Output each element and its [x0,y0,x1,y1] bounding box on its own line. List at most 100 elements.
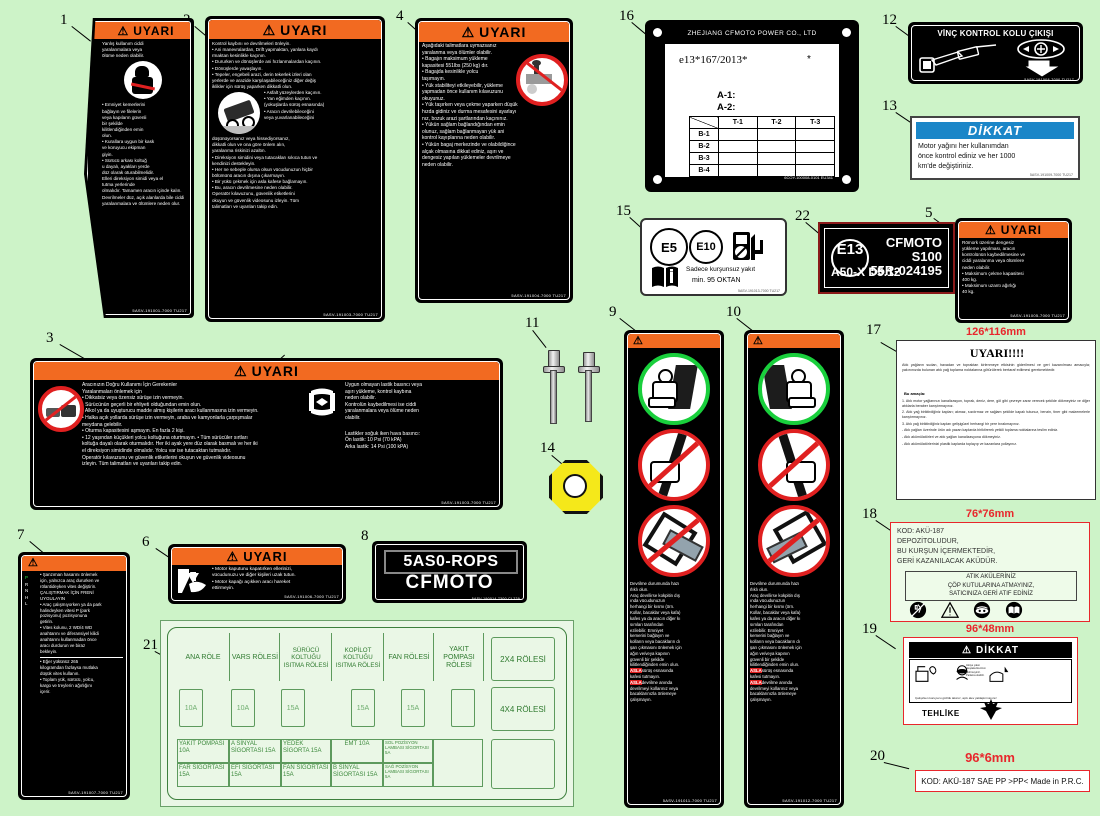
label-18-lines: DEPOZİTOLUDUR, BU KURŞUN İÇERMEKTEDİR, G… [897,538,998,566]
fuse-slot-6[interactable] [451,689,475,727]
callout-22: 22 [795,208,810,224]
label-20-text: KOD: AKÜ-187 SAE PP >PP< Made in P.R.C. [921,776,1084,786]
label-4-cargo-warning-decal[interactable]: ⚠ UYARI Aşağıdaki talimatlara uymazsanız… [415,18,573,303]
label-17-dimension: 126*116mm [966,326,1026,338]
label-22-code: A50-X D5.12 [831,265,901,279]
fuse-label-yedek: YEDEK SİGORTA 15A [281,739,331,763]
unleaded-fuel-pump-icon [730,228,766,269]
mount-hole-icon [653,28,662,37]
part-14-octagon-nut[interactable] [549,460,603,514]
label-3-header: ⚠ UYARI [34,362,499,380]
label-20-material-strip-decal[interactable]: KOD: AKÜ-187 SAE PP >PP< Made in P.R.C. [915,770,1090,792]
label-17-waste-oil-decal[interactable]: UYARI!!!! Atık yağların sudan, havadan v… [896,340,1096,500]
label-10-part-number: 5ASV-191012-7000 TU217 [782,798,837,803]
warning-triangle-icon: ⚠ [117,23,130,38]
seated-inside-ok-icon [638,353,710,425]
warning-triangle-icon: ⚠ [962,644,972,656]
label-19-header: DİKKAT [975,644,1019,656]
label-2-header: ⚠ UYARI [209,20,381,39]
label-17-intro: Atık yağların sudan, havadan ve toprakta… [902,363,1090,372]
relay-fan[interactable]: FAN RÖLESİ [388,653,430,661]
fuse-slot-1[interactable]: 10A [179,689,203,727]
eye-protection-icon [973,601,991,619]
label-3-left-text: Aracınızın Doğru Kullanımı İçin Gerekenl… [82,382,259,468]
label-15-fuel-decal[interactable]: E5 E10 Sadece kurşunsuz yakıt min. 95 OK… [640,218,787,296]
callout-14: 14 [540,440,555,456]
label-2-warning-decal[interactable]: ⚠ UYARI Kontrol kaybını ve devrilmeleri … [205,16,385,322]
label-9-header: ⚠ [628,334,720,348]
label-16-approval: e13*167/2013* [679,54,748,66]
relay-driver-seat-heat[interactable]: SÜRÜCÜ KOLTUĞU ISITMA RÖLESİ [283,647,329,669]
fuse-label-emt: EMT 10A [331,739,383,763]
fuse-label-fan: FAN SİGORTASI 15A [281,763,331,787]
label-22-brand: CFMOTO [885,235,942,250]
relay-spare-slot[interactable] [491,739,555,789]
label-12-winch-decal[interactable]: VİNÇ KONTROL KOLU ÇIKIŞI 5ASV-191008-700… [908,22,1083,84]
fuse-slot-3[interactable]: 15A [281,689,305,727]
relay-copilot-seat-heat[interactable]: KOPİLOT KOLTUĞU ISITMA RÖLESİ [335,647,381,669]
fuse-label-efi: EFI SİGORTASI 15A [229,763,281,787]
callout-1: 1 [60,12,68,28]
mount-hole-icon [842,175,851,184]
callout-4: 4 [396,8,404,24]
fuse-label-sol-pozisyon: SOL POZİSYON LAMBASI SİGORTASI 5A [383,739,433,763]
warning-triangle-icon: ⚠ [633,334,644,347]
warning-triangle-icon: ⚠ [28,557,39,569]
rollover-vehicle-icon [218,92,260,135]
warning-triangle-icon: ⚠ [985,223,997,237]
label-1-part-number: 5ASV-191001-7000 TU217 [132,308,187,313]
label-6-body: • Motor kaputunu kapatırken ellerinizi,v… [212,567,296,592]
label-16-row-a2: A-2: [717,102,736,113]
label-3-operation-warning-decal[interactable]: ⚠ UYARI Aracınızın Doğru Kullanımı İçin … [30,358,503,510]
label-4-part-number: 5ASV-191004-7000 TU217 [511,293,566,298]
relay-2x4[interactable]: 2X4 RÖLESİ [491,637,555,681]
relay-4x4[interactable]: 4X4 RÖLESİ [491,687,555,731]
fuse-slot-2[interactable]: 10A [231,689,255,727]
relay-vars[interactable]: VARS RÖLESİ [231,653,279,661]
warning-triangle-icon: ⚠ [262,21,277,38]
label-8-rops-decal[interactable]: 5AS0-ROPS CFMOTO 5ASV-190014 7300 CL229 [372,541,527,603]
callout-17: 17 [866,322,881,338]
label-10-header: ⚠ [748,334,840,348]
winch-control-pad-icon [1017,39,1065,59]
callout-8: 8 [361,528,369,544]
label-20-dimension: 96*6mm [965,750,1015,765]
label-2-part-number: 5ASV-191003-7000 TU217 [323,312,378,317]
label-18-code: KOD: AKÜ-187 [897,528,945,535]
winch-lever-icon [919,44,997,73]
relay-ana-role[interactable]: ANA RÖLE [185,653,221,661]
label-3-part-number: 5ASV-191003-7000 TU217 [441,500,496,505]
label-16-company: ZHEJIANG CFMOTO POWER CO., LTD [687,30,817,37]
fuse-slot-5[interactable]: 15A [401,689,425,727]
label-18-dimension: 76*76mm [965,508,1015,520]
fuse-slot-4[interactable]: 15A [351,689,375,727]
label-6-hood-warning-decal[interactable]: ⚠ UYARI • Motor kaputunu kapatırken elle… [168,544,346,604]
no-flame-icon [915,666,937,682]
label-22-approval-decal[interactable]: E13 CFMOTO S100 55R-024195 A50-X D5.12 [818,222,955,294]
label-19-dimension: 96*48mm [965,623,1015,635]
warning-triangle-icon: ⚠ [753,334,764,347]
label-16-row-a1: A-1: [717,90,736,101]
callout-15: 15 [616,203,631,219]
label-13-oil-caution-decal[interactable]: DİKKAT Motor yağını her kullanımdan önce… [910,116,1080,180]
tire-pressure-icon [305,383,341,497]
callout-16: 16 [619,8,634,24]
acid-burn-icon [989,666,1009,682]
label-21-fuse-box-diagram[interactable]: ANA RÖLE VARS RÖLESİ SÜRÜCÜ KOLTUĞU ISIT… [160,620,574,807]
no-hand-outside-cage-icon [758,429,830,501]
callout-10: 10 [726,304,741,320]
label-16-type-plate[interactable]: ZHEJIANG CFMOTO POWER CO., LTD e13*167/2… [645,20,859,192]
relay-fuel-pump[interactable]: YAKIT POMPASI RÖLESİ [443,645,475,670]
label-17-header: UYARI!!!! [969,346,1025,360]
label-18-battery-decal[interactable]: KOD: AKÜ-187 DEPOZİTOLUDUR, BU KURŞUN İÇ… [890,522,1090,622]
